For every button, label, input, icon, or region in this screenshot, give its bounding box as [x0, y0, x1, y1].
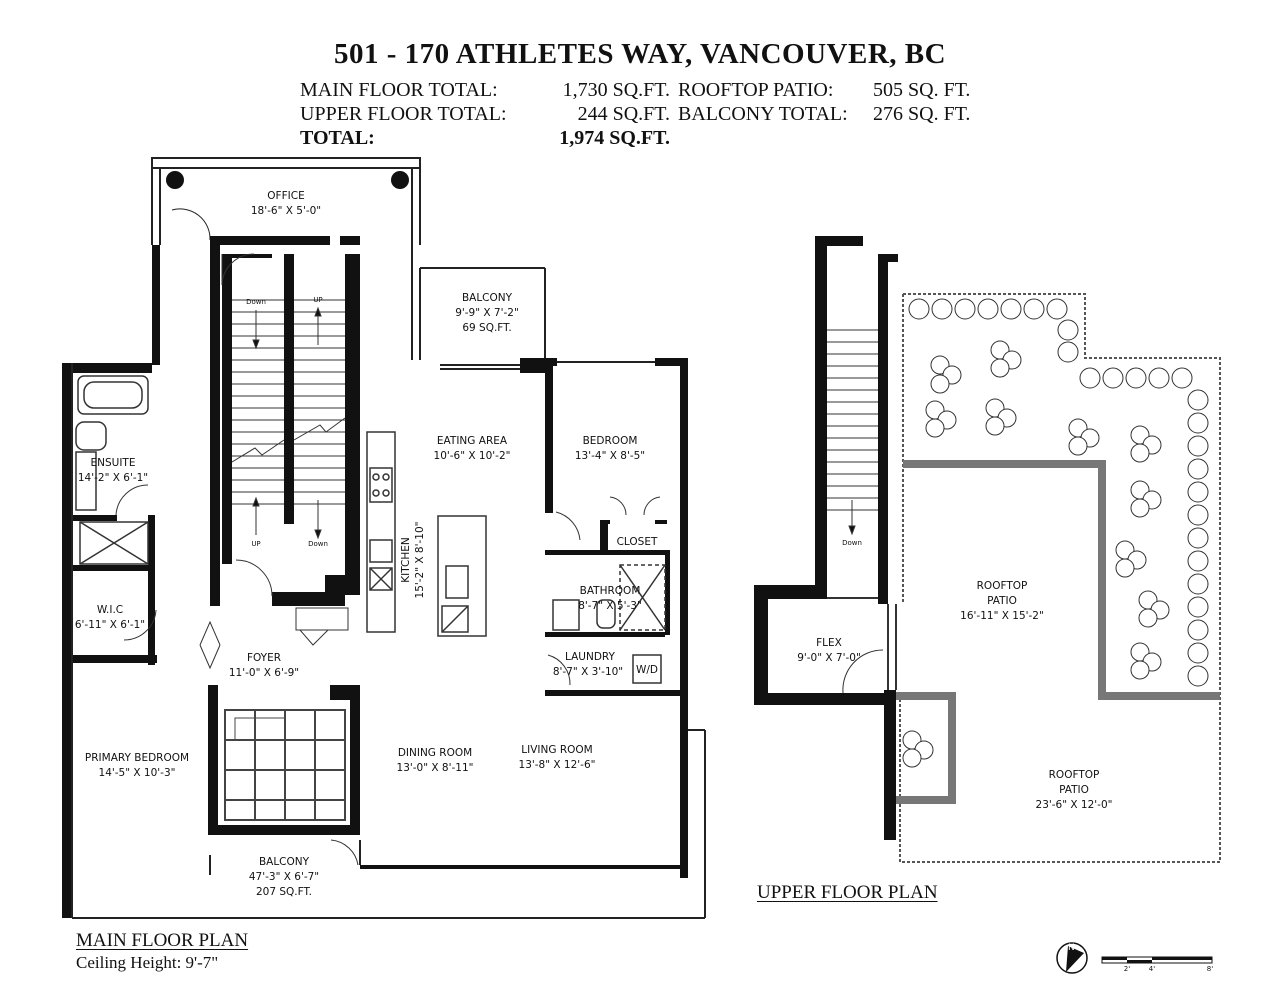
living-label: LIVING ROOM — [521, 744, 592, 756]
primary-size: 14'-5" X 10'-3" — [99, 767, 176, 779]
ceiling-height-label: Ceiling Height: 9'-7" — [76, 953, 219, 972]
stair-up-label: UP — [313, 296, 322, 304]
total-value: 1,974 SQ.FT. — [559, 127, 670, 149]
upper-thin-walls — [827, 597, 897, 694]
rooftop1-label2: PATIO — [987, 595, 1017, 607]
office-size: 18'-6" X 5'-0" — [251, 205, 321, 217]
laundry-label: LAUNDRY — [565, 651, 616, 663]
dining-size: 13'-0" X 8'-11" — [397, 762, 474, 774]
rooftop-patio-label: ROOFTOP PATIO: — [678, 79, 834, 101]
rooftop2-label2: PATIO — [1059, 784, 1089, 796]
flex-label: FLEX — [816, 637, 842, 649]
planter-walls — [896, 460, 1220, 804]
upper-stair-down-label: Down — [842, 539, 862, 547]
north-arrow: N — [1056, 942, 1088, 974]
main-floor-value: 1,730 SQ.FT. — [562, 79, 670, 101]
living-size: 13'-8" X 12'-6" — [519, 759, 596, 771]
balcony-top-label: BALCONY — [462, 292, 513, 304]
primary-label: PRIMARY BEDROOM — [85, 752, 189, 764]
rooftop2-label: ROOFTOP — [1049, 769, 1100, 781]
balcony-total-label: BALCONY TOTAL: — [678, 103, 848, 125]
upper-floor-labels: Down FLEX 9'-0" X 7'-0" ROOFTOP PATIO 16… — [797, 539, 1112, 811]
rooftop2-size: 23'-6" X 12'-0" — [1036, 799, 1113, 811]
page-title: 501 - 170 ATHLETES WAY, VANCOUVER, BC — [333, 38, 947, 70]
ensuite-fixtures — [75, 375, 149, 565]
scale-label-2: 2' — [1124, 965, 1130, 973]
north-label: N — [1068, 943, 1075, 953]
main-floor-label: MAIN FLOOR TOTAL: — [300, 79, 498, 101]
doors — [115, 253, 661, 866]
laundry-size: 8'-7" X 3'-10" — [553, 666, 623, 678]
staircase — [231, 299, 346, 540]
header: 501 - 170 ATHLETES WAY, VANCOUVER, BC MA… — [0, 0, 1280, 160]
main-floor-plan-label: MAIN FLOOR PLAN — [76, 930, 249, 951]
closet-label: CLOSET — [617, 536, 658, 548]
stair-down-label: Down — [246, 298, 266, 306]
upper-stairs — [827, 329, 878, 536]
flex-size: 9'-0" X 7'-0" — [797, 652, 861, 664]
kitchen-label: KITCHEN — [400, 537, 412, 583]
scale-label-4: 4' — [1149, 965, 1155, 973]
main-floor-labels: OFFICE 18'-6" X 5'-0" BALCONY 9'-9" X 7'… — [75, 190, 658, 898]
total-label: TOTAL: — [300, 127, 375, 149]
walls — [62, 236, 688, 918]
balcony-bottom-area: 207 SQ.FT. — [256, 886, 312, 898]
ensuite-label: ENSUITE — [91, 457, 136, 469]
office-walls — [151, 157, 421, 245]
stair-down-label: Down — [308, 540, 328, 548]
upper-floor-plan — [754, 236, 1221, 863]
upper-walls — [754, 236, 898, 840]
upper-floor-plan-label: UPPER FLOOR PLAN — [757, 882, 938, 903]
stair-treads-left — [232, 299, 284, 505]
rooftop-outline — [899, 293, 1221, 863]
balcony-top-size: 9'-9" X 7'-2" — [455, 307, 519, 319]
tree-cluster — [902, 340, 1170, 768]
bedroom-size: 13'-4" X 8'-5" — [575, 450, 645, 462]
upper-floor-value: 244 SQ.FT. — [577, 103, 670, 125]
upper-floor-label: UPPER FLOOR TOTAL: — [300, 103, 507, 125]
stair-treads-right — [294, 299, 345, 505]
column — [391, 171, 409, 189]
stair-up-label: UP — [251, 540, 260, 548]
kitchen-size: 15'-2" X 8'-10" — [414, 522, 426, 599]
shrubs — [902, 298, 1209, 768]
wic-size: 6'-11" X 6'-1" — [75, 619, 145, 631]
bedroom-label: BEDROOM — [583, 435, 638, 447]
elevator-grid — [224, 709, 346, 821]
rooftop-patio-value: 505 SQ. FT. — [873, 79, 971, 101]
balcony-total-value: 276 SQ. FT. — [873, 103, 971, 125]
wd-label: W/D — [636, 664, 658, 676]
balcony-bottom-size: 47'-3" X 6'-7" — [249, 871, 319, 883]
bathroom-label: BATHROOM — [580, 585, 641, 597]
bathroom-size: 8'-7" X 5'-3" — [578, 600, 642, 612]
rooftop1-size: 16'-11" X 15'-2" — [960, 610, 1044, 622]
balcony-bottom-label: BALCONY — [259, 856, 310, 868]
balcony-top-area: 69 SQ.FT. — [462, 322, 511, 334]
foyer-label: FOYER — [247, 652, 281, 664]
bathroom-fixtures — [552, 564, 666, 684]
ensuite-size: 14'-2" X 6'-1" — [78, 472, 148, 484]
main-floor-plan — [62, 157, 706, 919]
foyer-size: 11'-0" X 6'-9" — [229, 667, 299, 679]
kitchen-counter — [366, 431, 396, 633]
wic-label: W.I.C — [97, 604, 123, 616]
scale-bar: 2' 4' 8' — [1101, 956, 1213, 973]
eating-label: EATING AREA — [437, 435, 508, 447]
rooftop1-label: ROOFTOP — [977, 580, 1028, 592]
office-label: OFFICE — [267, 190, 304, 202]
thin-walls — [71, 245, 706, 919]
dining-label: DINING ROOM — [398, 747, 472, 759]
eating-size: 10'-6" X 10'-2" — [434, 450, 511, 462]
column — [166, 171, 184, 189]
kitchen-island — [437, 515, 487, 637]
scale-label-8: 8' — [1207, 965, 1213, 973]
